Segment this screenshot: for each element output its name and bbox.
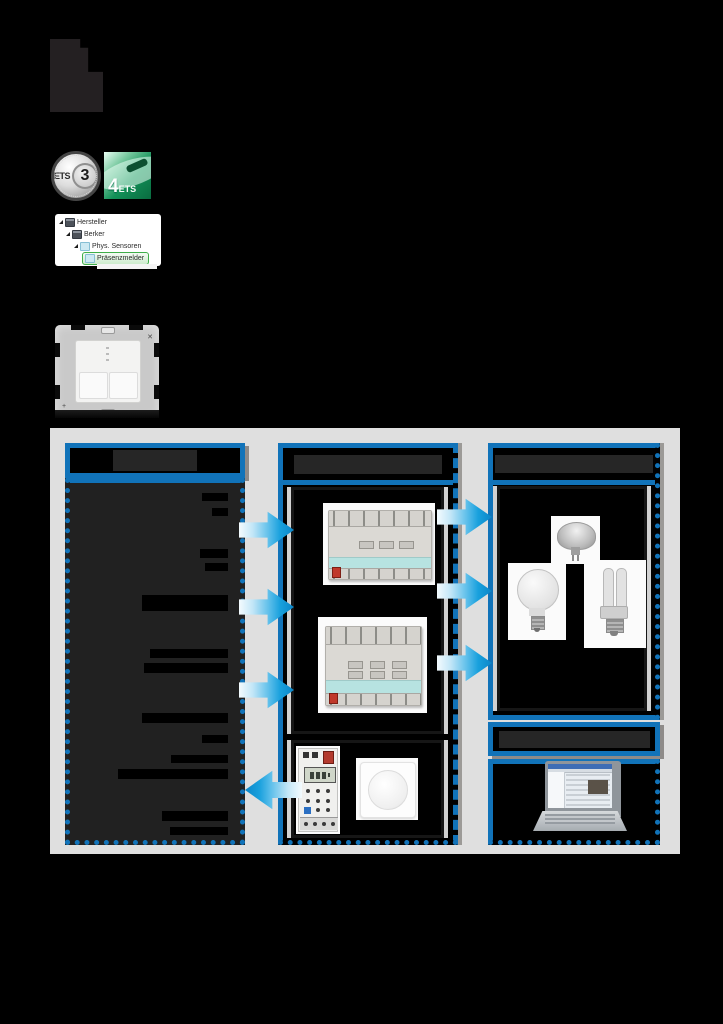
flow-arrow-left <box>245 770 302 810</box>
sensor-device-icon <box>80 241 90 251</box>
tree-screenshot: Hersteller Berker Phys. Sensoren Präsenz… <box>55 214 161 266</box>
expand-triangle-icon <box>74 244 78 248</box>
insert-module <box>75 340 141 403</box>
ets4-number: 4 <box>108 176 119 197</box>
din-rail-timer-photo <box>296 746 340 834</box>
tree-item-phys-sensoren: Phys. Sensoren <box>57 240 161 252</box>
column-middle-header <box>283 448 453 485</box>
redacted-header-text <box>113 450 197 471</box>
ets3-number: 3 <box>72 163 98 189</box>
column-right-header <box>493 448 655 485</box>
ets3-logo: ETS 3 <box>51 151 101 201</box>
knx-din-rail-actuator-photo <box>323 503 435 585</box>
rotary-dimmer-photo <box>356 758 418 820</box>
tree-item-label: Phys. Sensoren <box>92 242 142 250</box>
tree-item-label: Berker <box>84 230 105 238</box>
ets4-text: ETS <box>118 184 137 194</box>
flow-arrow-right <box>437 644 492 682</box>
column-left-header <box>65 443 245 478</box>
flow-arrow-right <box>239 671 294 709</box>
flow-arrow-right <box>239 588 294 626</box>
flow-arrow-right <box>437 498 492 536</box>
redacted-header-text <box>498 730 650 748</box>
tree-item-label: Präsenzmelder <box>97 254 145 262</box>
doc-fold-icon <box>50 39 103 112</box>
column-left-body <box>65 478 245 845</box>
manufacturer-folder-icon <box>65 217 75 227</box>
screenshot-fragment <box>97 264 157 269</box>
expand-triangle-icon <box>66 232 70 236</box>
redacted-header-text <box>294 454 442 474</box>
expand-triangle-icon <box>59 220 63 224</box>
manufacturer-folder-icon <box>72 229 82 239</box>
sensor-device-icon <box>85 253 95 263</box>
tree-item-praesenzmelder: Präsenzmelder <box>57 251 161 265</box>
flow-arrow-right <box>239 511 294 549</box>
ets4-logo: 4 ETS <box>104 152 151 199</box>
knx-din-rail-actuator-photo <box>318 617 427 713</box>
photo-shadow <box>55 410 159 418</box>
flush-mount-insert-photo: ✕ + <box>55 325 159 418</box>
tree-item-label: Hersteller <box>77 218 107 226</box>
ets3-text: ETS <box>54 171 71 181</box>
column-right-lower-header <box>488 722 660 756</box>
flow-arrow-right <box>437 572 492 610</box>
energy-saving-lamp-photo <box>584 560 646 648</box>
incandescent-bulb-photo <box>508 563 566 640</box>
tree-item-berker: Berker <box>57 228 161 240</box>
halogen-spot-lamp-photo <box>551 516 600 564</box>
redacted-header-text <box>495 455 653 473</box>
selected-tree-item: Präsenzmelder <box>82 251 150 265</box>
tree-item-hersteller: Hersteller <box>57 216 161 228</box>
laptop-software-photo <box>533 761 627 839</box>
